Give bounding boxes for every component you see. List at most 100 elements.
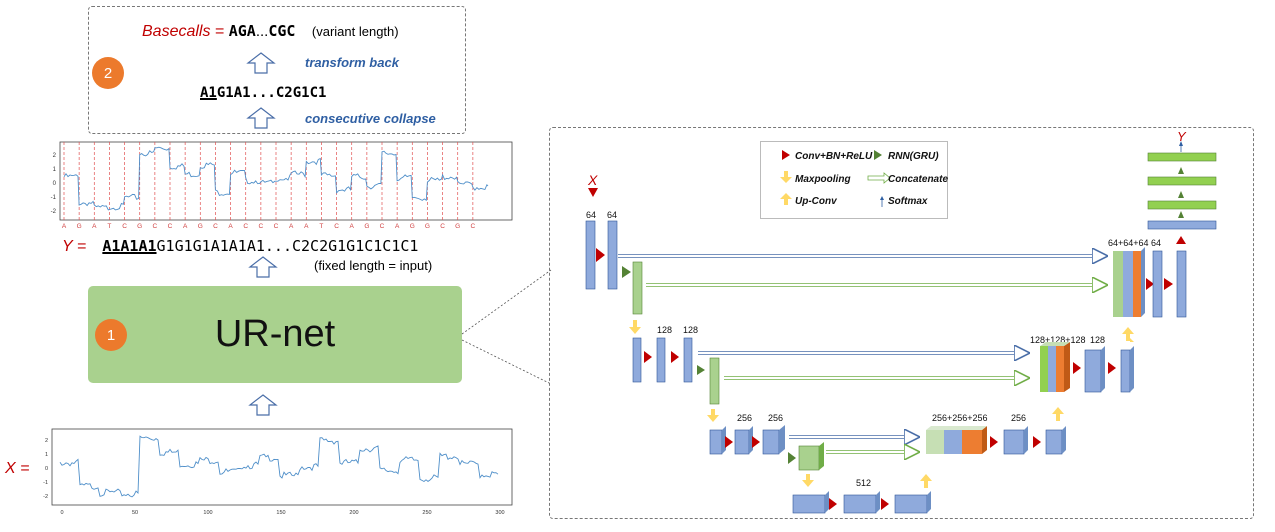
- l2-enc-conv-1: [656, 337, 666, 383]
- l1-conv-arrow-icon: [596, 248, 605, 262]
- base-label: G: [364, 223, 369, 230]
- input-xtick-label: 100: [203, 510, 212, 516]
- input-xtick-label: 250: [422, 510, 431, 516]
- l1-rnn-arrow-icon: [622, 266, 631, 278]
- base-label: C: [380, 223, 385, 230]
- rnn-green-triangle-icon: [874, 150, 882, 160]
- l3-enc-channels-1: 256: [737, 413, 753, 423]
- base-label: A: [228, 223, 233, 230]
- base-label: C: [243, 223, 248, 230]
- base-label: G: [137, 223, 142, 230]
- base-label: A: [183, 223, 188, 230]
- l2-enc-rnn: [709, 357, 720, 405]
- bottleneck-conv-0: [792, 494, 826, 514]
- base-label: C: [259, 223, 264, 230]
- l2-dec-conv-2: [1120, 349, 1131, 393]
- x-label: X =: [5, 460, 30, 477]
- top-ytick-label: -1: [51, 195, 57, 201]
- l2-enc-channels-2: 128: [683, 325, 699, 335]
- base-label: G: [410, 223, 415, 230]
- l3-dec-conv-1: [1003, 429, 1025, 455]
- l3-dec-concat-block: [962, 430, 982, 454]
- l1-dec-concat-channels: 64+64+64: [1108, 238, 1149, 248]
- step2-badge: 2: [92, 57, 124, 89]
- legend-symbols: [780, 150, 891, 207]
- l2-upconv-icon: [1122, 327, 1134, 341]
- consecutive-collapse-label: consecutive collapse: [305, 111, 436, 126]
- bottleneck-conv-1: [843, 494, 877, 514]
- y-label: Y =: [62, 238, 87, 255]
- base-label: G: [425, 223, 430, 230]
- l2-dec-channels: 128: [1090, 335, 1106, 345]
- top-signal-yticks: 210-1-2: [51, 153, 57, 215]
- l3-enc-conv-1: [734, 429, 750, 455]
- l3-enc-channels-2: 256: [768, 413, 784, 423]
- l3-dec-concat-channels: 256+256+256: [932, 413, 988, 423]
- basecalls-ellipsis: ...: [255, 23, 269, 40]
- l2-dec-conv-1: [1084, 349, 1102, 393]
- collapsed-rest: G1A1...C2G1C1: [216, 85, 327, 101]
- basecalls-label: Basecalls: [142, 23, 211, 40]
- base-label: T: [319, 223, 323, 230]
- l1-dec-channels: 64: [1151, 238, 1162, 248]
- input-ytick-label: 2: [45, 438, 48, 444]
- l3-enc-conv-0: [709, 429, 723, 455]
- conv-red-triangle-icon: [782, 150, 790, 160]
- input-ytick-label: 0: [45, 466, 48, 472]
- bottleneck-conv-2: [894, 494, 928, 514]
- top-ytick-label: 2: [53, 153, 57, 159]
- step2-panel: [88, 6, 466, 134]
- input-xtick-label: 0: [60, 510, 63, 516]
- urnet-architecture-panel: [549, 127, 1254, 519]
- base-label: C: [122, 223, 127, 230]
- transform-back-label: transform back: [305, 55, 399, 70]
- urnet-title: UR-net: [214, 313, 336, 355]
- legend-softmax: Softmax: [888, 196, 928, 207]
- urnet-output-up-arrow: [248, 256, 278, 278]
- l3-enc-conv-2: [762, 429, 780, 455]
- net-output-label: Y: [1177, 129, 1186, 144]
- l3-upconv-icon: [1052, 407, 1064, 421]
- l2-dec-concat-channels: 128+128+128: [1030, 335, 1086, 345]
- bottleneck-channels: 512: [856, 478, 872, 488]
- variant-length-note: (variant length): [311, 24, 399, 39]
- transform-up-arrow: [246, 52, 276, 74]
- l3-dec-channels: 256: [1011, 413, 1027, 423]
- basecalls-eq: =: [214, 23, 225, 40]
- base-label: C: [471, 223, 476, 230]
- y-sequence-line: Y = A1A1A1G1G1G1A1A1A1...C2C2G1G1C1C1C1: [62, 237, 418, 256]
- output-dense-bar: [1147, 220, 1217, 230]
- base-label: T: [107, 223, 111, 230]
- input-marker-icon: [588, 188, 598, 197]
- legend-maxpool: Maxpooling: [795, 174, 851, 185]
- net-input-label: X: [588, 172, 598, 188]
- l2-enc-conv-0: [632, 337, 642, 383]
- input-xtick-label: 300: [495, 510, 504, 516]
- upconv-up-arrow-icon: [780, 193, 792, 205]
- base-label: C: [274, 223, 279, 230]
- l1-dec-concat-block: [1133, 251, 1141, 317]
- input-ytick-label: -2: [43, 494, 48, 500]
- output-rnn-3: [1147, 152, 1217, 162]
- top-ytick-label: 0: [53, 181, 57, 187]
- softmax-output-icon: [1179, 141, 1183, 146]
- basecalls-line: Basecalls = AGA...CGC (variant length): [142, 22, 399, 41]
- base-label: G: [198, 223, 203, 230]
- l1-enc-channels-1: 64: [586, 210, 597, 220]
- collapsed-underlined: A1: [200, 85, 217, 101]
- output-rnn-1: [1147, 200, 1217, 210]
- input-signal-trace: [59, 435, 499, 498]
- l1-maxpool-icon: [629, 320, 641, 334]
- l2-dec-concat-block: [1056, 346, 1064, 392]
- step1-badge: 1: [95, 319, 127, 351]
- l1-enc-conv-1: [585, 220, 596, 290]
- base-label: C: [334, 223, 339, 230]
- base-label: A: [304, 223, 309, 230]
- l2-enc-channels-1: 128: [657, 325, 673, 335]
- l1-enc-conv-2: [607, 220, 618, 290]
- collapsed-sequence: A1G1A1...C2G1C1: [200, 84, 326, 101]
- input-xtick-label: 200: [349, 510, 358, 516]
